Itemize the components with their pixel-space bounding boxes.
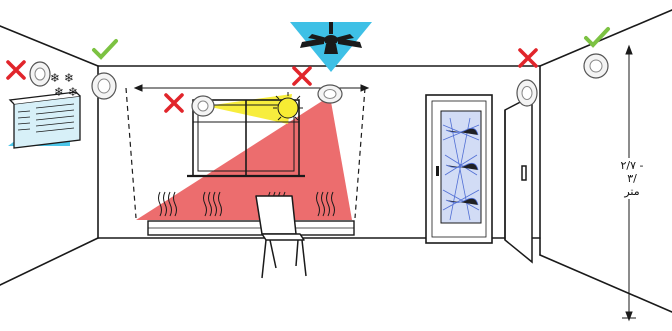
smoke-detector-ac-wall <box>30 62 50 86</box>
ac-detector-mark-cross-icon <box>8 62 24 78</box>
smoke-detector-near-door <box>517 80 537 106</box>
door-detector-mark-cross-icon <box>520 50 536 66</box>
svg-text:❄: ❄ <box>50 71 60 85</box>
svg-text:❄: ❄ <box>64 71 74 85</box>
height-range-text: ۲/۷ - ۳/ <box>614 159 650 185</box>
window-sun-detector-mark-cross-icon <box>166 95 182 111</box>
smoke-detector-right-ceiling <box>584 54 608 78</box>
air-conditioner <box>8 92 80 148</box>
heat-rising-zone <box>136 96 352 220</box>
smoke-detector-ceiling-center <box>318 85 342 103</box>
radiator-heat-detector-mark-cross-icon <box>294 68 310 84</box>
snowflake-icon: ❄ ❄ ❄ ❄ <box>50 71 78 99</box>
smoke-detector-near-window <box>192 96 214 116</box>
svg-text:❄: ❄ <box>54 85 64 99</box>
height-unit-text: متر <box>614 185 650 198</box>
svg-text:❄: ❄ <box>68 85 78 99</box>
right-ceiling-detector-mark-check-icon <box>586 29 608 45</box>
smoke-detector-ceiling-corner <box>92 73 116 99</box>
ceiling-corner-detector-mark-check-icon <box>94 41 116 57</box>
open-door <box>505 96 532 262</box>
ceiling-fan <box>290 22 372 72</box>
door <box>426 95 492 243</box>
height-dimension-label: ۲/۷ - ۳/ متر <box>612 158 652 199</box>
radiator <box>148 221 354 235</box>
